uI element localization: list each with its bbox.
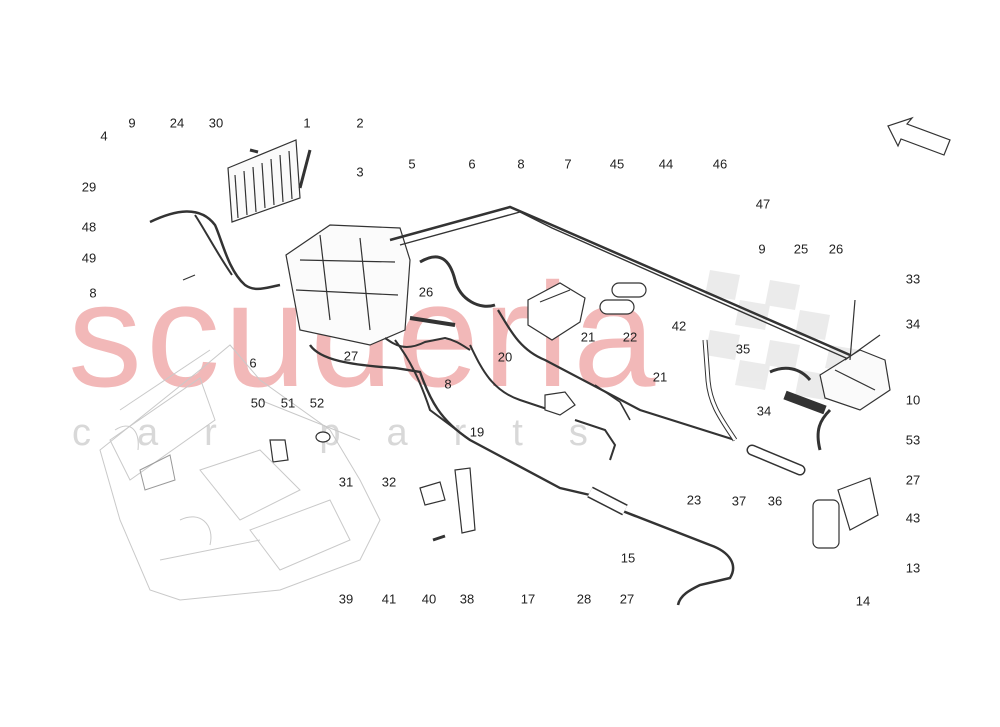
part-label: 31 (338, 474, 354, 490)
compressor (819, 299, 891, 411)
part-label: 53 (905, 432, 921, 448)
part-label: 27 (619, 591, 635, 607)
part-label: 43 (905, 510, 921, 526)
part-label: 27 (905, 472, 921, 488)
part-label: 27 (343, 348, 359, 364)
part-label: 17 (520, 591, 536, 607)
part-label: 34 (905, 316, 921, 332)
part-label: 6 (468, 156, 476, 172)
part-label: 36 (767, 493, 783, 509)
part-label: 3 (356, 164, 364, 180)
part-label: 52 (309, 395, 325, 411)
condenser (227, 139, 312, 223)
part-label: 8 (89, 285, 97, 301)
part-label: 37 (731, 493, 747, 509)
part-label: 39 (338, 591, 354, 607)
part-label: 41 (381, 591, 397, 607)
part-label: 22 (622, 329, 638, 345)
part-label: 44 (658, 156, 674, 172)
part-label: 8 (444, 376, 452, 392)
part-label: 21 (652, 369, 668, 385)
part-label: 4 (100, 128, 108, 144)
receiver-drier (812, 477, 879, 549)
part-label: 14 (855, 593, 871, 609)
part-label: 50 (250, 395, 266, 411)
part-label: 15 (620, 550, 636, 566)
part-label: 35 (735, 341, 751, 357)
part-label: 26 (418, 284, 434, 300)
part-label: 42 (671, 318, 687, 334)
part-label: 9 (128, 115, 136, 131)
part-label: 7 (564, 156, 572, 172)
part-label: 32 (381, 474, 397, 490)
part-label: 2 (356, 115, 364, 131)
part-label: 48 (81, 219, 97, 235)
part-label: 5 (408, 156, 416, 172)
part-label: 25 (793, 241, 809, 257)
part-label: 23 (686, 492, 702, 508)
part-label: 20 (497, 349, 513, 365)
vehicle-body-outline (99, 344, 381, 601)
part-label: 1 (303, 115, 311, 131)
part-label: 51 (280, 395, 296, 411)
part-label: 46 (712, 156, 728, 172)
part-label: 33 (905, 271, 921, 287)
part-label: 26 (828, 241, 844, 257)
part-label: 13 (905, 560, 921, 576)
part-label: 24 (169, 115, 185, 131)
hvac-unit (285, 224, 411, 346)
part-label: 8 (517, 156, 525, 172)
part-label: 9 (758, 241, 766, 257)
part-label: 6 (249, 355, 257, 371)
accumulator-block (527, 282, 586, 341)
part-label: 28 (576, 591, 592, 607)
part-label: 19 (469, 424, 485, 440)
arrow-icon (887, 116, 951, 156)
part-label: 29 (81, 179, 97, 195)
part-label: 49 (81, 250, 97, 266)
watermark-subtitle: car parts (72, 412, 634, 454)
part-label: 30 (208, 115, 224, 131)
part-label: 34 (756, 403, 772, 419)
part-label: 10 (905, 392, 921, 408)
part-label: 38 (459, 591, 475, 607)
part-label: 40 (421, 591, 437, 607)
part-label: 45 (609, 156, 625, 172)
part-label: 21 (580, 329, 596, 345)
part-label: 47 (755, 196, 771, 212)
